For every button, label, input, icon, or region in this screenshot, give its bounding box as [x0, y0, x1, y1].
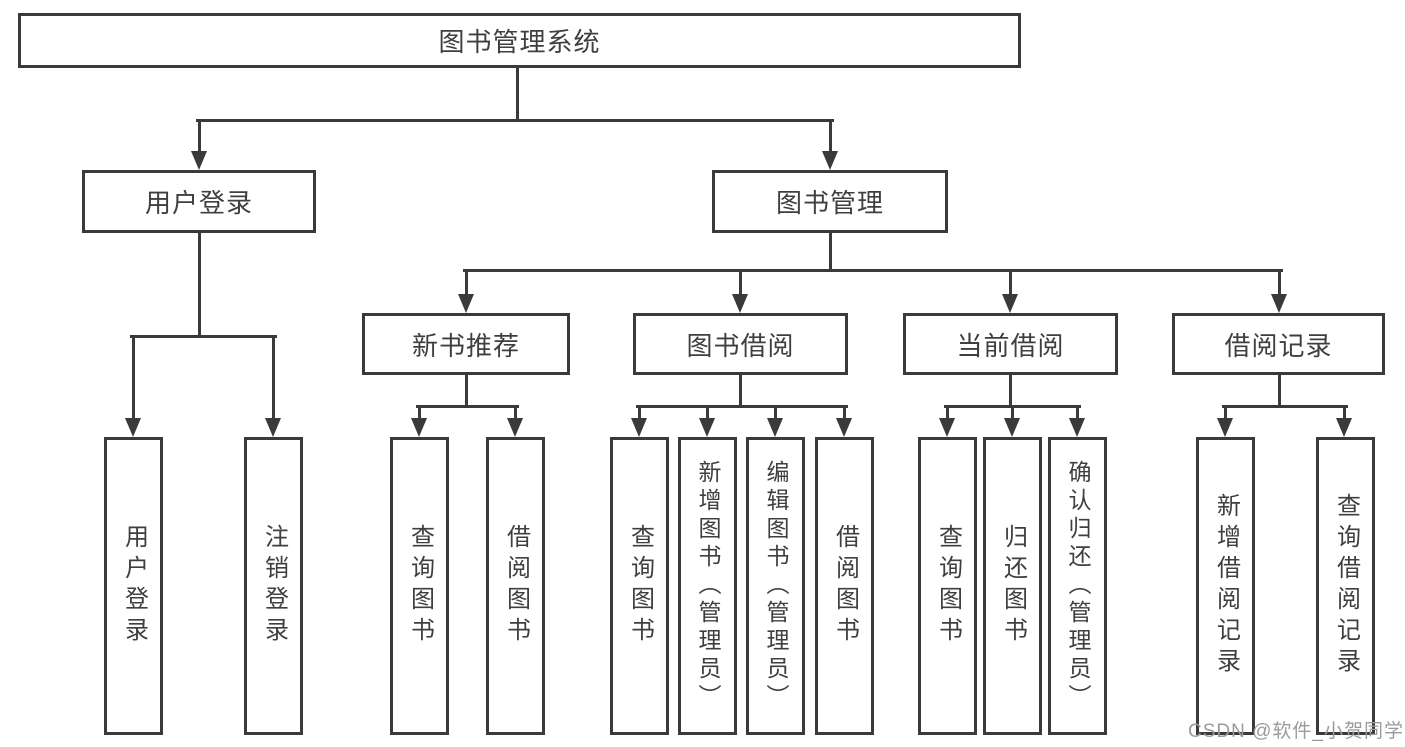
leaf-borrow-books-recommend: 借阅图书 [486, 437, 545, 735]
leaf-label: 编辑图书（管理员） [763, 460, 789, 712]
leaf-user-login: 用户登录 [104, 437, 163, 735]
node-label: 图书借阅 [686, 330, 795, 361]
leaf-label: 归还图书 [999, 524, 1027, 648]
node-new-book-recommend: 新书推荐 [362, 313, 570, 375]
connector-drop [773, 406, 777, 423]
arrowhead-down-icon [458, 294, 474, 313]
leaf-label: 用户登录 [120, 524, 148, 648]
arrowhead-down-icon [767, 418, 783, 437]
arrowhead-down-icon [836, 418, 852, 437]
connector-stem [464, 375, 468, 408]
connector-stem [197, 233, 201, 338]
connector-drop [464, 270, 468, 299]
connector-rail [415, 404, 519, 408]
node-borrow-records: 借阅记录 [1172, 313, 1385, 375]
node-label: 当前借阅 [956, 330, 1065, 361]
node-book-borrow: 图书借阅 [633, 313, 848, 375]
connector-drop [945, 406, 949, 423]
connector-stem [828, 233, 832, 272]
arrowhead-down-icon [1217, 418, 1233, 437]
leaf-add-borrow-record: 新增借阅记录 [1196, 437, 1255, 735]
connector-drop [828, 120, 832, 156]
arrowhead-down-icon [699, 418, 715, 437]
leaf-query-books-borrow: 查询图书 [610, 437, 669, 735]
connector-drop [271, 336, 275, 423]
leaf-logout: 注销登录 [244, 437, 303, 735]
connector-drop [513, 406, 517, 423]
leaf-label: 查询借阅记录 [1332, 493, 1360, 679]
arrowhead-down-icon [125, 418, 141, 437]
leaf-add-books-admin: 新增图书（管理员） [678, 437, 737, 735]
leaf-label: 借阅图书 [502, 524, 530, 648]
csdn-watermark: CSDN @软件_小贺同学 [1188, 721, 1404, 742]
connector-drop [738, 270, 742, 299]
connector-stem [515, 68, 519, 122]
node-label: 用户登录 [144, 188, 253, 218]
leaf-query-books-current: 查询图书 [918, 437, 977, 735]
connector-drop [1008, 270, 1012, 299]
connector-drop [1075, 406, 1079, 423]
leaf-label: 新增图书（管理员） [695, 460, 721, 712]
connector-drop [842, 406, 846, 423]
leaf-borrow-books: 借阅图书 [815, 437, 874, 735]
leaf-label: 查询图书 [626, 524, 654, 648]
connector-drop [1342, 406, 1346, 423]
node-user-login: 用户登录 [82, 170, 316, 233]
node-book-management: 图书管理 [712, 170, 948, 233]
leaf-label: 注销登录 [260, 524, 288, 648]
leaf-return-books: 归还图书 [983, 437, 1042, 735]
connector-rail [129, 334, 277, 338]
arrowhead-down-icon [1004, 418, 1020, 437]
arrowhead-down-icon [1069, 418, 1085, 437]
node-library-management-system: 图书管理系统 [18, 13, 1021, 68]
leaf-label: 查询图书 [934, 524, 962, 648]
connector-stem [738, 375, 742, 408]
connector-rail [1221, 404, 1348, 408]
arrowhead-down-icon [1002, 294, 1018, 313]
arrowhead-down-icon [1271, 294, 1287, 313]
arrowhead-down-icon [507, 418, 523, 437]
connector-drop [417, 406, 421, 423]
node-label: 图书管理 [775, 188, 884, 218]
leaf-query-books-recommend: 查询图书 [390, 437, 449, 735]
connector-drop [637, 406, 641, 423]
arrowhead-down-icon [411, 418, 427, 437]
arrowhead-down-icon [265, 418, 281, 437]
connector-drop [705, 406, 709, 423]
arrowhead-down-icon [939, 418, 955, 437]
arrowhead-down-icon [822, 151, 838, 170]
arrowhead-down-icon [732, 294, 748, 313]
node-label: 借阅记录 [1224, 330, 1333, 361]
node-label: 图书管理系统 [438, 27, 601, 57]
connector-drop [1277, 270, 1281, 299]
leaf-confirm-return-admin: 确认归还（管理员） [1048, 437, 1107, 735]
leaf-label: 确认归还（管理员） [1065, 460, 1091, 712]
leaf-label: 新增借阅记录 [1212, 493, 1240, 679]
leaf-edit-books-admin: 编辑图书（管理员） [746, 437, 805, 735]
connector-stem [1277, 375, 1281, 408]
arrowhead-down-icon [631, 418, 647, 437]
arrowhead-down-icon [191, 151, 207, 170]
leaf-query-borrow-record: 查询借阅记录 [1316, 437, 1375, 735]
arrowhead-down-icon [1336, 418, 1352, 437]
connector-rail [635, 404, 848, 408]
connector-drop [1223, 406, 1227, 423]
connector-rail [195, 118, 834, 122]
connector-drop [197, 120, 201, 156]
leaf-label: 查询图书 [406, 524, 434, 648]
connector-stem [1008, 375, 1012, 408]
connector-rail [462, 268, 1283, 272]
node-current-borrow: 当前借阅 [903, 313, 1118, 375]
connector-drop [1010, 406, 1014, 423]
node-label: 新书推荐 [411, 330, 520, 361]
connector-drop [131, 336, 135, 423]
leaf-label: 借阅图书 [831, 524, 859, 648]
